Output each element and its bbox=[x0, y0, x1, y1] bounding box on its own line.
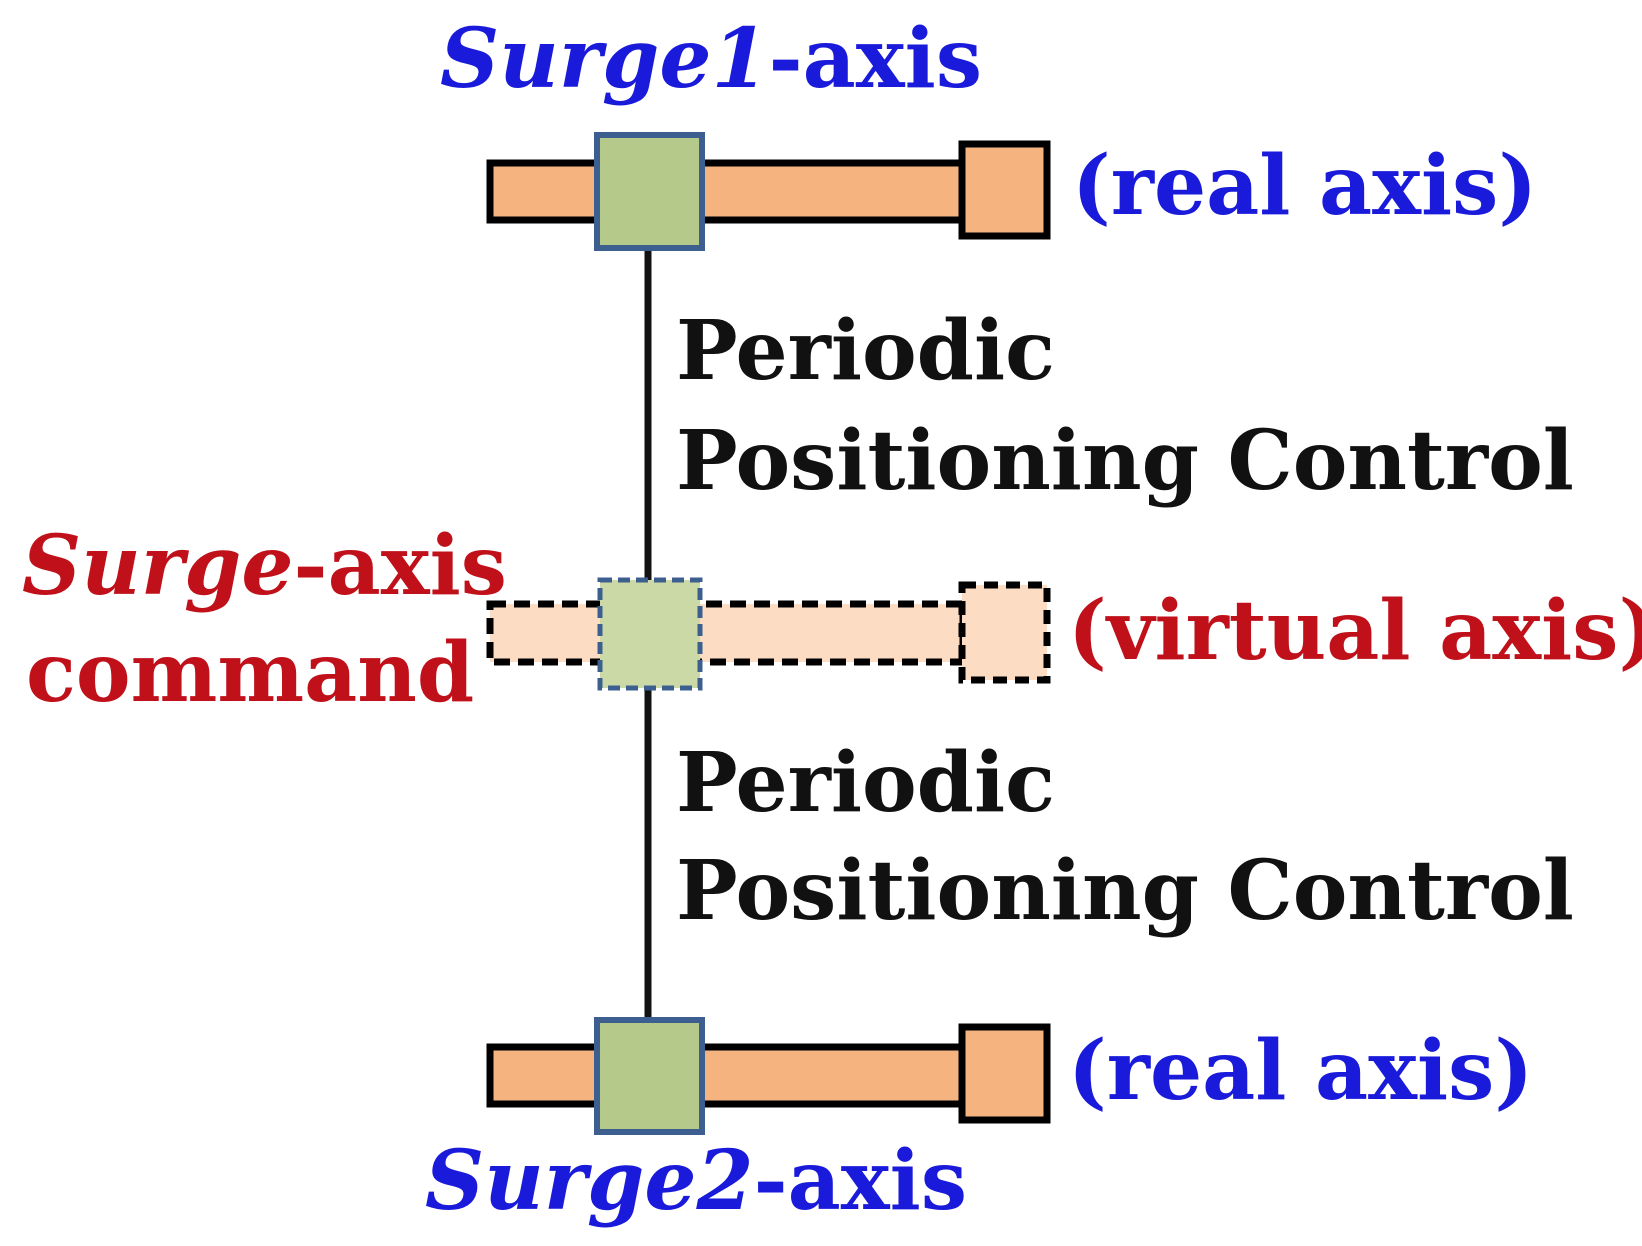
bottom-axis-carriage bbox=[594, 1017, 705, 1135]
top-axis-carriage bbox=[594, 132, 705, 251]
bottom-axis-name-suffix: -axis bbox=[753, 1133, 967, 1229]
virtual-axis bbox=[486, 577, 1051, 691]
top-axis-name: Surge1-axis bbox=[440, 18, 982, 100]
top-axis-type-label: (real axis) bbox=[1072, 138, 1538, 234]
top-axis-name-italic: Surge1 bbox=[440, 11, 769, 107]
bottom-axis-type-label: (real axis) bbox=[1068, 1023, 1534, 1119]
top-real-axis bbox=[486, 132, 1051, 251]
top-axis-name-suffix: -axis bbox=[768, 11, 982, 107]
virtual-axis-rail bbox=[486, 600, 967, 666]
bottom-axis-name: Surge2-axis bbox=[425, 1140, 967, 1222]
virtual-axis-carriage bbox=[597, 577, 703, 691]
top-axis-end-block bbox=[958, 140, 1051, 240]
virtual-axis-name-line2: command bbox=[26, 625, 475, 721]
lower-link-line1: Periodic bbox=[676, 735, 1056, 831]
bottom-axis-end-block bbox=[958, 1023, 1051, 1124]
virtual-axis-name-italic: Surge bbox=[22, 518, 294, 614]
virtual-axis-end-block bbox=[958, 581, 1051, 684]
bottom-axis-name-italic: Surge2 bbox=[425, 1133, 754, 1229]
upper-link-line2: Positioning Control bbox=[676, 413, 1574, 509]
top-axis-rail bbox=[486, 159, 967, 224]
lower-link-line2: Positioning Control bbox=[676, 843, 1574, 939]
upper-link-line1: Periodic bbox=[676, 303, 1056, 399]
bottom-axis-rail bbox=[486, 1043, 967, 1108]
virtual-axis-type-label: (virtual axis) bbox=[1068, 583, 1642, 679]
bottom-real-axis bbox=[486, 1017, 1051, 1135]
virtual-axis-name: Surge-axis bbox=[22, 525, 507, 607]
virtual-axis-name-suffix: -axis bbox=[293, 518, 507, 614]
